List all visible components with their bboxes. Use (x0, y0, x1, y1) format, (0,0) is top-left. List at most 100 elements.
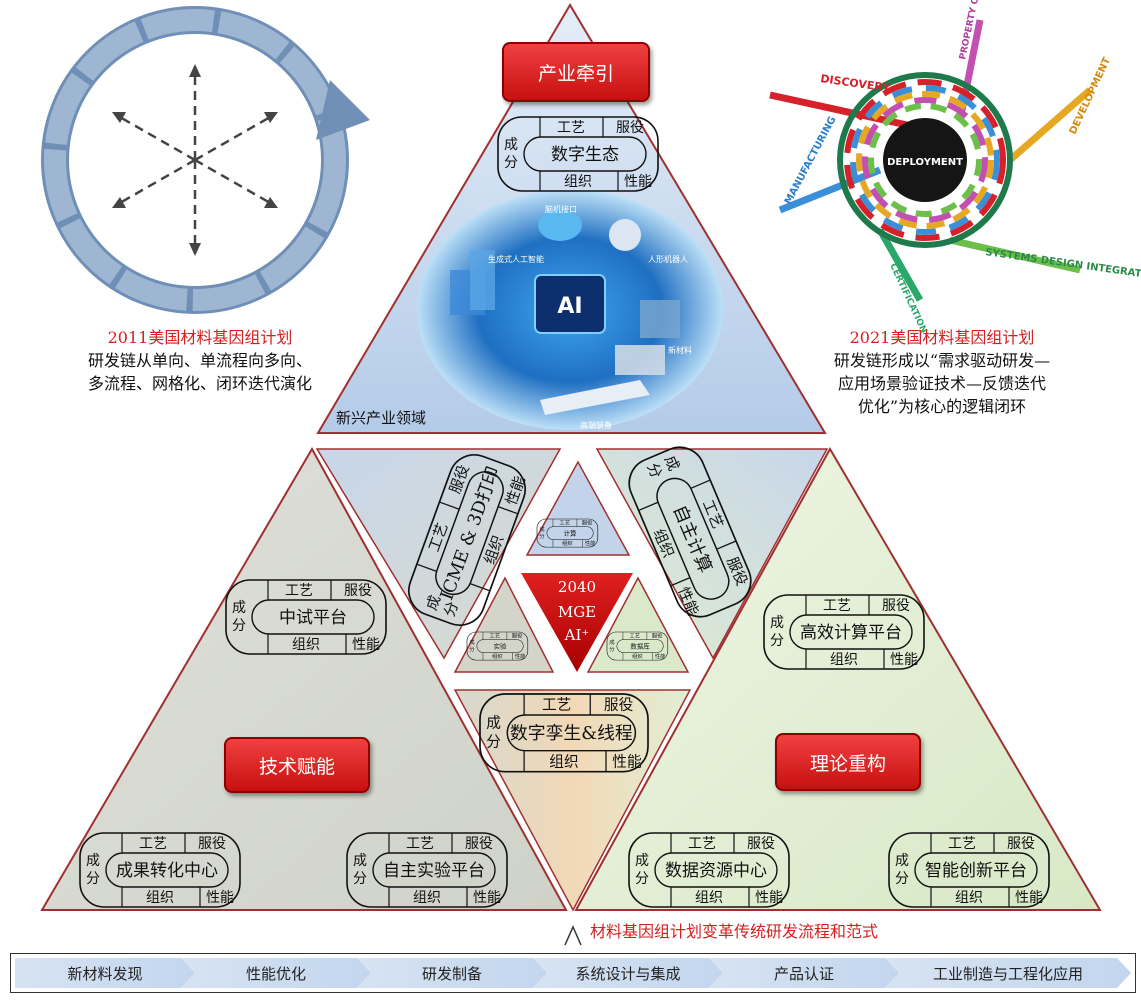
label-process: 工艺 (285, 583, 313, 599)
development-label: DEVELOPMENT (1068, 56, 1113, 137)
chain-step-certification[interactable]: 产品认证 (709, 958, 899, 988)
caption-2011-title: 2011美国材料基因组计划 (50, 326, 350, 349)
label-performance: 性能 (352, 637, 380, 653)
label-process: 工艺 (823, 598, 851, 614)
systems-label: SYSTEMS DESIGN INTEGRATION (985, 247, 1141, 283)
label-service: 服役 (882, 598, 910, 614)
emerging-industry-label: 新兴产业领域 (336, 409, 426, 427)
center-mge: MGE (558, 603, 596, 621)
label-process: 工艺 (139, 836, 167, 852)
label-process: 工艺 (489, 633, 500, 640)
ai-illustration: AI 脑机接口 人形机器人 生成式人工智能 新材料 高端装备 (417, 190, 723, 430)
label-composition-1: 成 (635, 853, 649, 869)
label-structure: 组织 (292, 637, 320, 653)
label-structure: 组织 (413, 890, 441, 906)
pill-title: 数据库 (630, 641, 650, 650)
caption-2021-line1: 研发链形成以“需求驱动研发— (792, 349, 1092, 372)
label-structure: 组织 (564, 174, 592, 190)
label-process: 工艺 (542, 697, 571, 714)
center-ai: AI⁺ (564, 626, 590, 644)
genai-label: 生成式人工智能 (488, 254, 544, 264)
label-structure: 组织 (549, 753, 578, 770)
label-composition-1: 成 (504, 137, 518, 153)
label-service: 服役 (344, 583, 372, 599)
tech-empowerment-button[interactable]: 技术赋能 (224, 737, 370, 793)
chain-step-manufacturing[interactable]: 工业制造与工程化应用 (885, 958, 1131, 988)
caption-2011-line1: 研发链从单向、单流程向多向、 (50, 349, 350, 372)
pill-title: 实验 (494, 641, 507, 650)
cycle-arrow-icon (55, 20, 370, 300)
label-service: 服役 (747, 836, 775, 852)
caption-2021-title: 2021美国材料基因组计划 (792, 326, 1092, 349)
label-composition-1: 成 (895, 853, 909, 869)
label-composition-2: 分 (770, 633, 784, 649)
bottom-caption: 材料基因组计划变革传统研发流程和范式 (590, 922, 878, 941)
brain-label: 脑机接口 (545, 204, 577, 214)
robot-icon (609, 219, 641, 251)
material-label: 新材料 (668, 345, 692, 355)
caption-2021-line3: 优化”为核心的逻辑闭环 (792, 395, 1092, 418)
label-performance: 性能 (755, 890, 783, 906)
label-performance: 性能 (206, 890, 234, 906)
theory-reconstruction-button[interactable]: 理论重构 (775, 733, 921, 791)
pill-title: 数字生态 (551, 145, 619, 165)
ai-chip-label: AI (557, 294, 582, 319)
label-composition-1: 成 (232, 600, 246, 616)
pill-title: 高效计算平台 (800, 623, 902, 643)
caption-pointer (565, 927, 581, 945)
label-structure: 组织 (146, 890, 174, 906)
discovery-label: DISCOVERY (820, 72, 892, 95)
chain-step-preparation[interactable]: 研发制备 (357, 958, 547, 988)
label-service: 服役 (198, 836, 226, 852)
caption-2011-line2: 多流程、网格化、闭环迭代演化 (50, 372, 350, 395)
label-performance: 性能 (473, 890, 501, 906)
chain-step-optimization[interactable]: 性能优化 (181, 958, 371, 988)
label-composition-1: 成 (86, 853, 100, 869)
robot-label: 人形机器人 (648, 254, 688, 264)
label-composition-2: 分 (353, 871, 367, 887)
label-composition-1: 成 (770, 615, 784, 631)
label-service: 服役 (1007, 836, 1035, 852)
caption-2011: 2011美国材料基因组计划 研发链从单向、单流程向多向、 多流程、网格化、闭环迭… (50, 326, 350, 395)
label-service: 服役 (616, 120, 644, 136)
deployment-label: DEPLOYMENT (887, 157, 963, 168)
label-structure: 组织 (695, 890, 723, 906)
label-service: 服役 (465, 836, 493, 852)
pill-title: 数字孪生&线程 (510, 723, 633, 744)
process-chain-bar: 新材料发现 性能优化 研发制备 系统设计与集成 产品认证 工业制造与工程化应用 (10, 953, 1136, 993)
label-process: 工艺 (629, 633, 640, 640)
center-year: 2040 (558, 578, 596, 596)
hsr-label: 高端装备 (580, 420, 612, 430)
label-performance: 性能 (890, 652, 918, 668)
ship-icon (615, 345, 665, 375)
pill-title: 中试平台 (279, 608, 347, 628)
chain-step-system-design[interactable]: 系统设计与集成 (533, 958, 723, 988)
label-composition-2: 分 (504, 155, 518, 171)
label-performance: 性能 (1015, 890, 1043, 906)
label-process: 工艺 (948, 836, 976, 852)
label-structure: 组织 (955, 890, 983, 906)
industry-traction-button[interactable]: 产业牵引 (502, 42, 650, 102)
label-composition-2: 分 (635, 871, 649, 887)
caption-2021: 2021美国材料基因组计划 研发链形成以“需求驱动研发— 应用场景验证技术—反馈… (792, 326, 1092, 418)
label-performance: 性能 (624, 174, 652, 190)
caption-2021-line2: 应用场景验证技术—反馈迭代 (792, 372, 1092, 395)
label-process: 工艺 (557, 120, 585, 136)
pill-title: 计算 (564, 528, 577, 537)
label-composition-2: 分 (86, 871, 100, 887)
label-composition-2: 分 (895, 871, 909, 887)
label-process: 工艺 (559, 520, 570, 527)
pill-title: 自主实验平台 (383, 861, 485, 881)
label-service: 服役 (604, 697, 634, 714)
label-process: 工艺 (406, 836, 434, 852)
label-performance: 性能 (612, 753, 642, 770)
pill-title: 成果转化中心 (116, 861, 218, 881)
label-composition-2: 分 (232, 618, 246, 634)
chain-step-discovery[interactable]: 新材料发现 (15, 958, 195, 988)
lifecycle-knot-icon: DEPLOYMENT DISCOVERY DEVELOPMENT MANUFAC… (770, 0, 1141, 335)
label-process: 工艺 (688, 836, 716, 852)
label-composition-1: 成 (353, 853, 367, 869)
label-structure: 组织 (830, 652, 858, 668)
